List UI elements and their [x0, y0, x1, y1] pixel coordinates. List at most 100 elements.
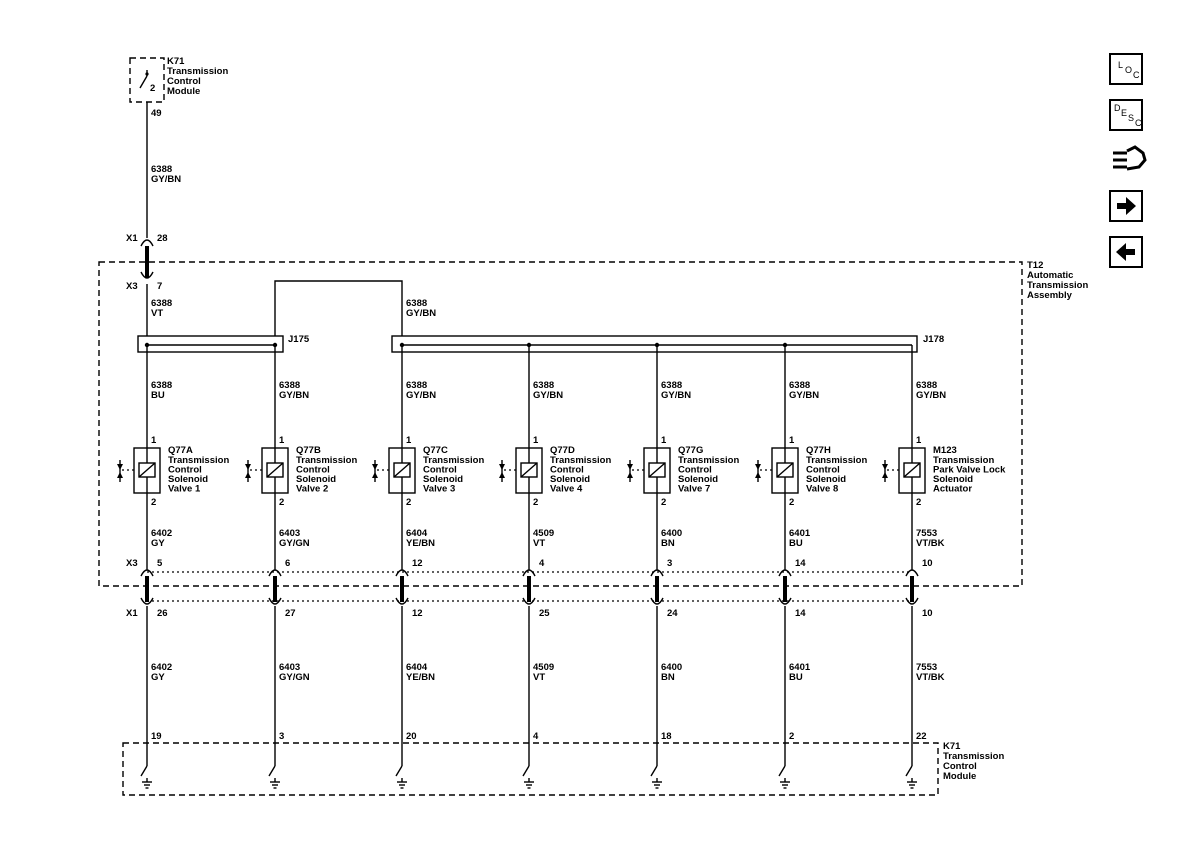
next-arrow-icon: [1117, 197, 1136, 215]
column-q77h: 6388GY/BN1Q77HTransmissionControlSolenoi…: [755, 345, 867, 789]
pin1-label: 1: [406, 435, 412, 446]
return-color: VT/BK: [916, 672, 945, 683]
supply-color: GY/BN: [789, 390, 819, 401]
j175-label: J175: [288, 334, 310, 345]
splice-j178: J178: [391, 334, 944, 353]
return-circuit: 6404: [406, 662, 428, 673]
k71-switch-icon: [778, 765, 786, 777]
bottom-k71-box: [122, 742, 939, 796]
top-k71-box: [129, 57, 165, 103]
output-circuit: 6401: [789, 528, 811, 539]
output-color: GY/GN: [279, 538, 310, 549]
top-k71-inner-pin: 2: [150, 83, 155, 94]
desc-button[interactable]: D E S C: [1109, 99, 1143, 131]
x3-pin: 12: [412, 558, 423, 569]
supply-circuit: 6388: [789, 380, 810, 391]
x3-pin: 5: [157, 558, 163, 569]
return-circuit: 6402: [151, 662, 172, 673]
bridge-wire-circuit: 6388: [406, 298, 427, 309]
bottom-k71-name-line1: Transmission: [943, 751, 1004, 762]
component-name-line: Valve 1: [168, 484, 201, 495]
supply-color: GY/BN: [406, 390, 436, 401]
supply-color: GY/BN: [533, 390, 563, 401]
t12-name-line2: Transmission: [1027, 280, 1088, 291]
component-name-line: Transmission: [806, 455, 867, 466]
return-circuit: 4509: [533, 662, 554, 673]
k71-switch-icon: [395, 765, 403, 777]
component-name-line: Control: [423, 465, 457, 476]
pin2-label: 2: [789, 497, 794, 508]
top-k71-module: 2 K71 Transmission Control Module 49: [129, 56, 228, 119]
return-color: GY/GN: [279, 672, 310, 683]
return-circuit: 6400: [661, 662, 682, 673]
output-circuit: 6403: [279, 528, 300, 539]
connector-icon: [1113, 145, 1147, 171]
x3-upper-pin: 7: [157, 281, 162, 292]
component-name-line: Transmission: [933, 455, 994, 466]
x1-pin: 12: [412, 608, 423, 619]
component-name-line: Valve 7: [678, 484, 710, 495]
return-circuit: 6403: [279, 662, 300, 673]
top-k71-name-line2: Control: [167, 76, 201, 87]
desc-letter-c: C: [1135, 118, 1142, 128]
x1-lower-label: X1: [126, 608, 138, 619]
k71-pin: 20: [406, 731, 417, 742]
next-page-button[interactable]: [1109, 190, 1143, 222]
pin1-label: 1: [789, 435, 795, 446]
x1-pin: 10: [922, 608, 933, 619]
t12-id: T12: [1027, 260, 1043, 271]
previous-page-button[interactable]: [1109, 236, 1143, 268]
k71-pin: 3: [279, 731, 284, 742]
pin2-label: 2: [661, 497, 666, 508]
return-color: GY: [151, 672, 165, 683]
connector-end-view-button[interactable]: [1109, 143, 1147, 177]
bottom-k71-name-line2: Control: [943, 761, 977, 772]
after-x3-color: VT: [151, 308, 163, 319]
x3-pin: 3: [667, 558, 672, 569]
supply-color: BU: [151, 390, 165, 401]
k71-pin: 4: [533, 731, 539, 742]
loc-letter-o: O: [1125, 65, 1133, 75]
loc-letter-c: C: [1133, 70, 1140, 80]
top-k71-switch-icon: [139, 75, 148, 89]
component-name-line: Solenoid: [678, 474, 718, 485]
x3-upper-label: X3: [126, 281, 138, 292]
after-x3-circuit: 6388: [151, 298, 172, 309]
feed-wire-color: GY/BN: [151, 174, 181, 185]
x3-pin: 10: [922, 558, 933, 569]
output-color: GY: [151, 538, 165, 549]
pin2-label: 2: [533, 497, 538, 508]
output-circuit: 6402: [151, 528, 172, 539]
back-arrow-icon: [1116, 243, 1135, 261]
top-k71-id: K71: [167, 56, 185, 67]
component-name-line: Solenoid: [423, 474, 463, 485]
k71-switch-icon: [905, 765, 913, 777]
t12-assembly-box: [98, 261, 1023, 587]
supply-circuit: 6388: [916, 380, 937, 391]
return-color: VT: [533, 672, 545, 683]
component-id: Q77D: [550, 445, 575, 456]
k71-pin: 22: [916, 731, 927, 742]
k71-pin: 19: [151, 731, 162, 742]
output-color: BN: [661, 538, 675, 549]
k71-switch-icon: [522, 765, 530, 777]
component-name-line: Solenoid: [806, 474, 846, 485]
component-id: Q77C: [423, 445, 448, 456]
pin2-label: 2: [279, 497, 284, 508]
component-name-line: Control: [296, 465, 330, 476]
pin1-label: 1: [533, 435, 539, 446]
pin1-label: 1: [916, 435, 922, 446]
component-name-line: Transmission: [168, 455, 229, 466]
component-name-line: Valve 2: [296, 484, 328, 495]
component-name-line: Solenoid: [933, 474, 973, 485]
loc-button[interactable]: L O C: [1109, 53, 1143, 85]
component-id: Q77B: [296, 445, 321, 456]
component-name-line: Transmission: [296, 455, 357, 466]
x1-pin: 14: [795, 608, 806, 619]
component-name-line: Control: [550, 465, 584, 476]
pin1-label: 1: [151, 435, 157, 446]
k71-switch-icon: [650, 765, 658, 777]
splice-j175: J175: [137, 334, 310, 353]
x1-upper-label: X1: [126, 233, 138, 244]
